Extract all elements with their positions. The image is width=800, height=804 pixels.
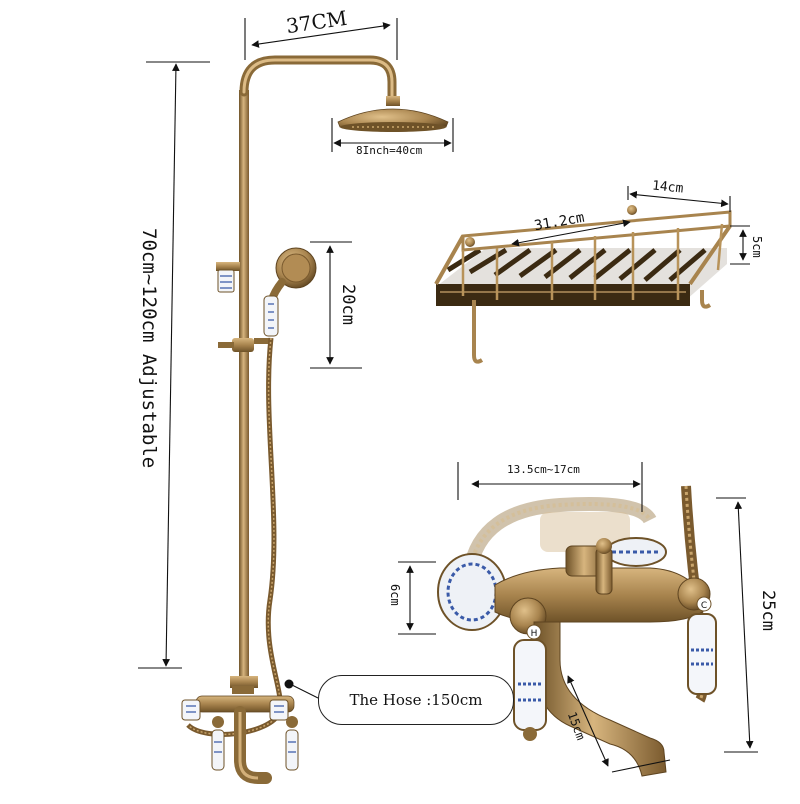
dimension-lines-mixer <box>398 462 758 773</box>
cold-mark: C <box>701 601 707 611</box>
hose-marker <box>284 679 294 689</box>
label-wall-mount: 6cm <box>388 584 402 606</box>
dimension-lines-column <box>138 18 454 669</box>
cold-badge <box>696 596 712 612</box>
hose-length-label: The Hose :150cm <box>349 691 483 709</box>
label-mixer-height: 25cm <box>758 590 778 631</box>
hot-mark: H <box>531 629 538 639</box>
hose-length-callout: The Hose :150cm <box>318 675 514 725</box>
rain-shower-head <box>337 96 449 132</box>
label-handheld: 20cm <box>338 284 358 325</box>
label-basket-depth: 14cm <box>651 178 685 197</box>
label-rain-head: 8Inch=40cm <box>356 144 423 157</box>
hand-shower <box>186 247 317 737</box>
shower-basket <box>434 205 732 364</box>
bath-mixer <box>181 676 299 784</box>
label-spacing: 13.5cm~17cm <box>507 463 580 476</box>
dimension-lines-basket <box>511 186 750 265</box>
shower-column <box>216 55 397 680</box>
mixer-closeup <box>437 485 717 777</box>
label-column-height: 70cm~120cm Adjustable <box>138 228 160 469</box>
label-basket-height: 5cm <box>750 236 764 258</box>
hot-badge <box>526 624 542 640</box>
